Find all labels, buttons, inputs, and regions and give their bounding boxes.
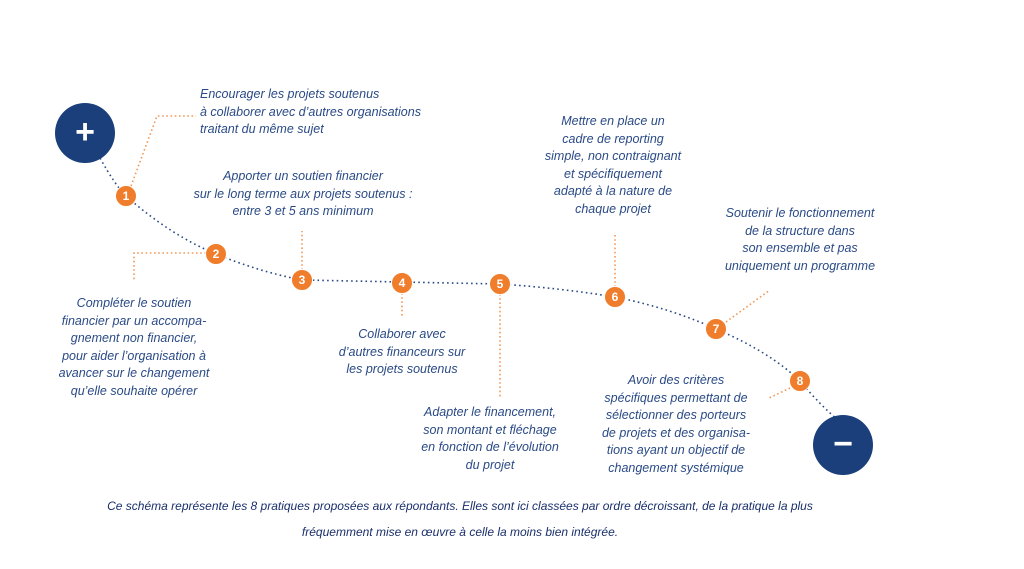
practice-text-6: Mettre en place un cadre de reporting si… — [544, 114, 682, 216]
leader-2 — [133, 252, 206, 281]
plus-circle-icon: + — [55, 103, 115, 163]
practice-text-2: Compléter le soutien financier par un ac… — [58, 296, 210, 398]
practice-text-3: Apporter un soutien financier sur le lon… — [193, 169, 413, 218]
caption-line-1: Ce schéma représente les 8 pratiques pro… — [107, 499, 813, 513]
practice-text-4: Collaborer avec d’autres financeurs sur … — [338, 327, 466, 376]
practice-text-8: Avoir des critères spécifiques permettan… — [601, 373, 750, 475]
practice-node-2: 2 — [205, 243, 227, 265]
practice-node-3: 3 — [291, 269, 313, 291]
practice-text-1: Encourager les projets soutenus à collab… — [200, 87, 421, 136]
practice-node-8: 8 — [789, 370, 811, 392]
leader-7 — [725, 289, 771, 323]
main-dotted-path — [99, 157, 839, 421]
practice-node-1: 1 — [115, 185, 137, 207]
practice-node-5: 5 — [489, 273, 511, 295]
practice-node-7: 7 — [705, 318, 727, 340]
caption-line-2: fréquemment mise en œuvre à celle la moi… — [301, 525, 619, 539]
minus-circle-icon: − — [813, 415, 873, 475]
practice-node-4: 4 — [391, 272, 413, 294]
practice-node-6: 6 — [604, 286, 626, 308]
practice-text-7: Soutenir le fonctionnement de la structu… — [724, 206, 876, 273]
practice-text-5: Adapter le financement, son montant et f… — [421, 405, 559, 472]
